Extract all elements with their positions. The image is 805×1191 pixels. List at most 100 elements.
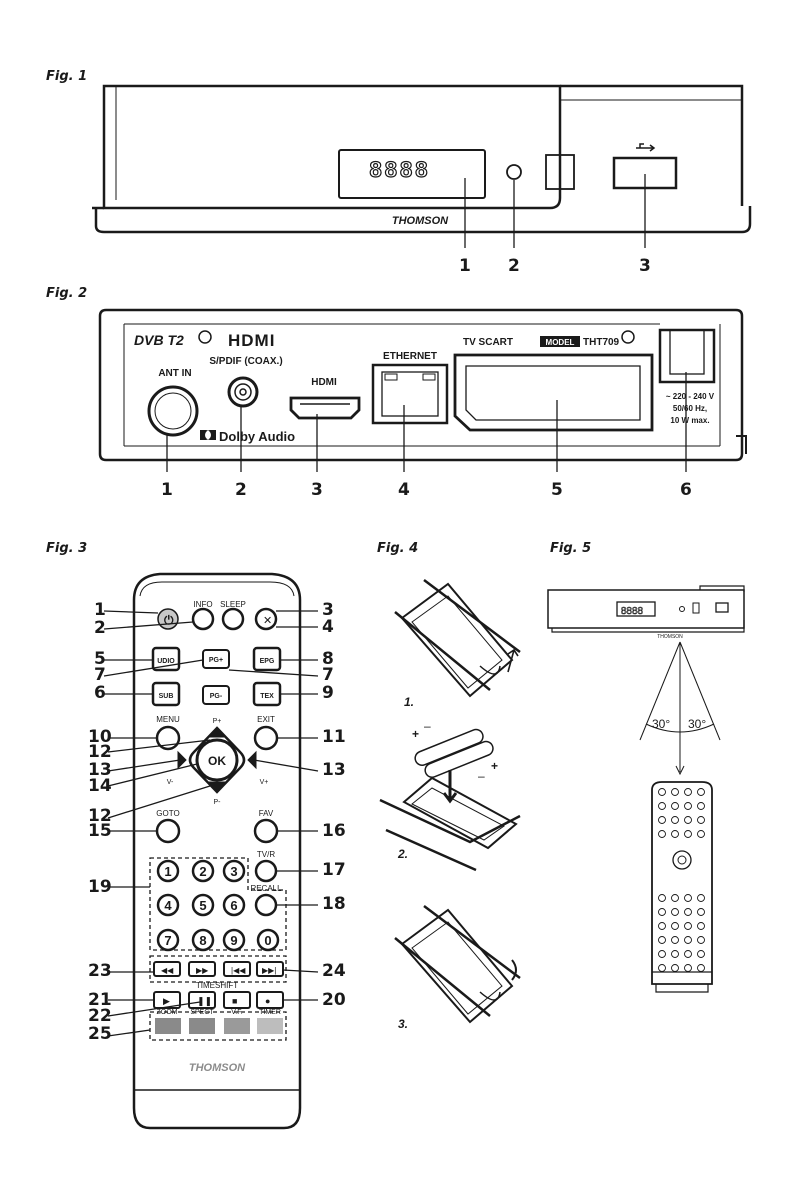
digit-label: 1	[164, 864, 171, 879]
usb-symbol-icon	[636, 143, 656, 152]
digit-label: 4	[164, 898, 172, 913]
fig1-front-view	[92, 84, 752, 248]
ir-sensor	[506, 164, 522, 180]
dolby-audio-label: Dolby Audio	[219, 429, 295, 444]
mini-remote-button	[697, 788, 705, 796]
fig2-label: Fig. 2	[46, 286, 88, 301]
mini-remote-button	[671, 950, 679, 958]
mini-remote-button	[671, 936, 679, 944]
mini-remote-button	[658, 936, 666, 944]
goto-label: GOTO	[156, 809, 179, 818]
zoom-label: ZOOM	[157, 1009, 178, 1016]
remote-callout-6: 6	[94, 683, 106, 703]
battery-minus-2: –	[478, 769, 485, 783]
pause-icon: ❚❚	[197, 996, 212, 1007]
remote-callout-19: 19	[88, 877, 112, 897]
fig5-ir-angle	[547, 585, 745, 993]
mini-remote-button	[658, 788, 666, 796]
power-icon: ⏻	[164, 613, 174, 627]
fast-forward-icon: ▶▶	[196, 966, 209, 975]
digit-button	[256, 928, 280, 952]
mini-remote-button	[684, 964, 692, 972]
digit-label: 5	[199, 898, 206, 913]
fig4-battery-steps	[379, 579, 521, 1024]
stop-icon: ■	[232, 996, 237, 1006]
fig2-callout-1: 1	[161, 480, 173, 500]
mini-remote-button	[671, 894, 679, 902]
mini-remote-button	[697, 816, 705, 824]
remote-callout-2: 2	[94, 618, 106, 638]
mini-remote-button	[697, 894, 705, 902]
fig5-display-digits: 8888	[621, 606, 644, 617]
hdmi-logo: HDMI	[228, 331, 275, 350]
timeshift-label: TIMESHIFT	[196, 981, 238, 990]
mini-remote-button	[658, 816, 666, 824]
previous-icon: |◀◀	[231, 966, 246, 975]
battery-plus-1: +	[412, 727, 419, 741]
mini-remote-button	[658, 964, 666, 972]
mini-remote-button	[697, 950, 705, 958]
fig2-callout-3: 3	[311, 480, 323, 500]
mini-remote-button	[671, 788, 679, 796]
digit-button	[156, 893, 180, 917]
remote-callout-4: 4	[322, 617, 334, 637]
sub-label: SUB	[159, 693, 174, 700]
remote-callout-12-top: 12	[88, 742, 112, 762]
audio-label: UDIO	[157, 658, 175, 665]
menu-label: MENU	[156, 715, 180, 724]
angle-right-label: 30°	[688, 717, 706, 731]
remote-callout-24: 24	[322, 961, 346, 981]
battery-plus-2: +	[491, 759, 498, 773]
mini-remote-button	[684, 922, 692, 930]
fig5-brand: THOMSON	[657, 634, 683, 640]
mini-remote-button	[658, 908, 666, 916]
model-tag-bg	[540, 336, 580, 347]
pg-minus-label: PG-	[210, 693, 223, 700]
mini-remote-button	[671, 830, 679, 838]
remote-callout-8: 8	[322, 649, 334, 669]
exit-label: EXIT	[257, 715, 275, 724]
remote-callout-1: 1	[94, 600, 106, 620]
fig2-callout-6: 6	[680, 480, 692, 500]
timer-label: TIMER	[259, 1009, 281, 1016]
mini-remote-button	[684, 950, 692, 958]
remote-callout-20: 20	[322, 990, 346, 1010]
remote-callout-23: 23	[88, 961, 112, 981]
digit-button	[191, 859, 215, 883]
p-plus-label: P+	[213, 718, 222, 725]
digit-button	[156, 928, 180, 952]
hdmi-port-label: HDMI	[311, 377, 337, 388]
mini-remote-button	[658, 802, 666, 810]
remote-callout-21: 21	[88, 990, 112, 1010]
mini-remote-button	[697, 830, 705, 838]
fig1-display-digits: 8888	[370, 157, 431, 182]
spdif-port	[227, 376, 259, 408]
model-tag: MODEL	[546, 338, 575, 347]
fig2-callout-2: 2	[235, 480, 247, 500]
fav-label: FAV	[259, 809, 274, 818]
remote-callout-9: 9	[322, 683, 334, 703]
mini-remote-button	[697, 802, 705, 810]
fig5-label: Fig. 5	[550, 541, 592, 556]
power-spec-line1: ~ 220 - 240 V	[666, 392, 715, 401]
fig1-callout-2: 2	[508, 256, 520, 276]
mini-remote-button	[671, 816, 679, 824]
epg-label: EPG	[260, 658, 275, 665]
mini-remote-button	[697, 922, 705, 930]
remote-callout-5: 5	[94, 649, 106, 669]
digit-button	[222, 893, 246, 917]
remote-callout-13-left: 13	[88, 760, 112, 780]
digit-button	[191, 893, 215, 917]
remote-callout-13-right: 13	[322, 760, 346, 780]
text-label: TEX	[260, 693, 274, 700]
ethernet-port	[371, 363, 449, 425]
mini-remote-button	[658, 950, 666, 958]
mini-remote-button	[671, 964, 679, 972]
remote-callout-25: 25	[88, 1024, 112, 1044]
mini-remote-button	[658, 830, 666, 838]
ant-in-label: ANT IN	[158, 368, 191, 379]
fig2-rear-view	[98, 308, 747, 472]
power-spec-line2: 50/60 Hz,	[673, 404, 707, 413]
